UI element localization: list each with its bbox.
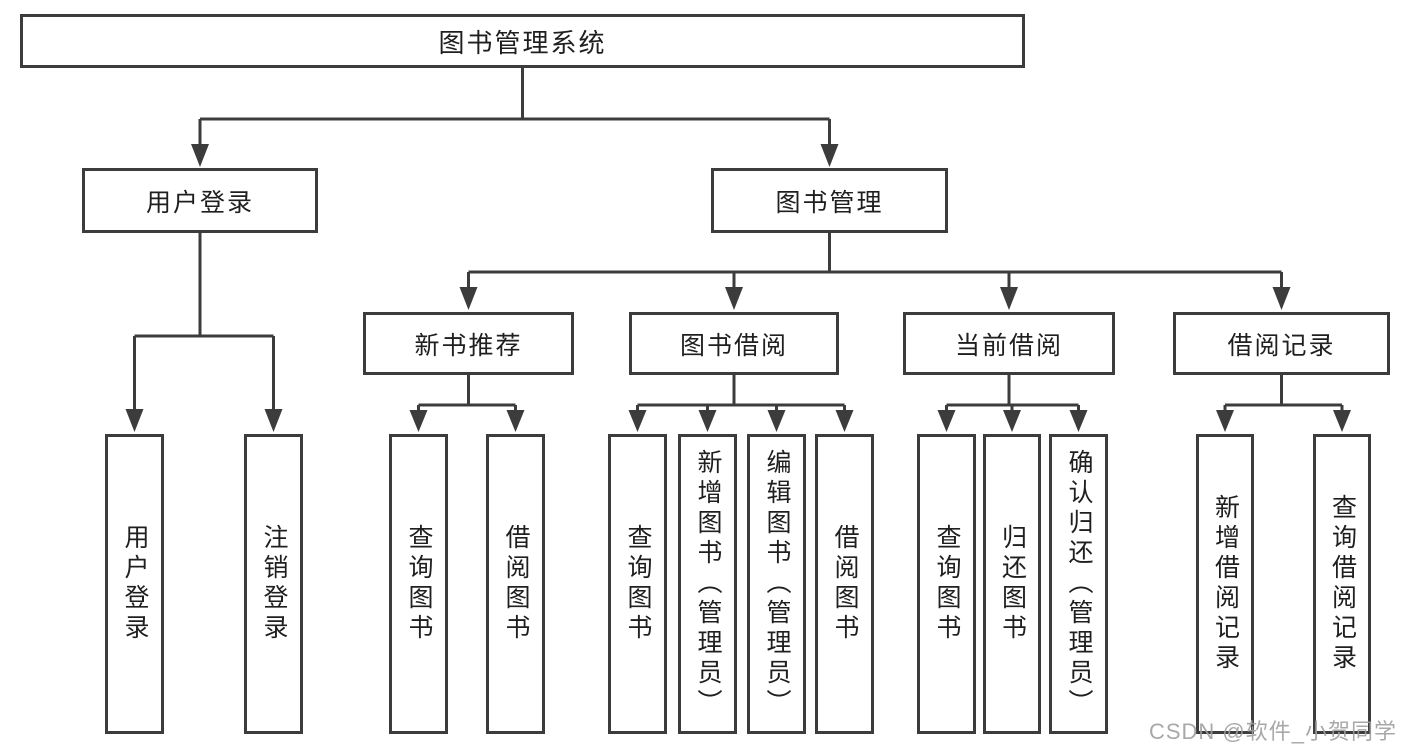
leaf-query-borrow-record-label: 查询借阅记录: [1328, 494, 1357, 674]
edge-userlogin-to-leaves: [133, 231, 275, 410]
leaf-query-borrow-record: 查询借阅记录: [1313, 434, 1371, 734]
leaf-confirm-return-admin-label: 确认归还（管理员）: [1065, 449, 1093, 719]
node-new-book-recommend: 新书推荐: [363, 312, 574, 375]
leaf-add-books-admin: 新增图书（管理员）: [678, 434, 737, 734]
leaf-confirm-return-admin: 确认归还（管理员）: [1049, 434, 1108, 734]
node-book-borrow-label: 图书借阅: [679, 331, 788, 360]
leaf-query-books-current-label: 查询图书: [933, 524, 961, 644]
leaf-user-login-label: 用户登录: [121, 524, 149, 644]
leaf-borrow-books-recommend: 借阅图书: [486, 434, 545, 734]
leaf-query-books-recommend-label: 查询图书: [405, 524, 433, 644]
leaf-query-books-borrow-label: 查询图书: [624, 524, 652, 644]
leaf-user-login: 用户登录: [105, 434, 164, 734]
edge-newbook-to-leaves: [417, 374, 517, 412]
edge-bookborrow-to-leaves: [636, 374, 846, 412]
leaf-borrow-books-recommend-label: 借阅图书: [502, 524, 530, 644]
leaf-query-books-borrow: 查询图书: [608, 434, 667, 734]
leaf-logout: 注销登录: [244, 434, 303, 734]
csdn-watermark: CSDN @软件_小贺同学: [1148, 719, 1397, 744]
node-current-borrow: 当前借阅: [903, 312, 1115, 375]
leaf-edit-books-admin: 编辑图书（管理员）: [747, 434, 806, 734]
node-root: 图书管理系统: [20, 14, 1025, 68]
edge-borrowrecords-to-leaves: [1223, 374, 1344, 412]
node-borrow-records-label: 借阅记录: [1227, 331, 1336, 360]
node-user-login: 用户登录: [82, 168, 318, 233]
node-borrow-records: 借阅记录: [1173, 312, 1390, 375]
leaf-add-borrow-record-label: 新增借阅记录: [1211, 494, 1240, 674]
leaf-query-books-recommend: 查询图书: [389, 434, 448, 734]
node-user-login-label: 用户登录: [145, 188, 254, 217]
node-book-management-label: 图书管理: [775, 188, 884, 217]
edge-currentborrow-to-leaves: [945, 374, 1080, 412]
leaf-return-books: 归还图书: [983, 434, 1041, 734]
node-current-borrow-label: 当前借阅: [954, 331, 1063, 360]
edge-root-to-level1: [198, 68, 831, 146]
node-new-book-recommend-label: 新书推荐: [414, 331, 523, 360]
node-book-management: 图书管理: [711, 168, 948, 233]
node-book-borrow: 图书借阅: [629, 312, 839, 375]
leaf-add-books-admin-label: 新增图书（管理员）: [694, 449, 722, 719]
leaf-logout-label: 注销登录: [260, 524, 288, 644]
leaf-borrow-books: 借阅图书: [815, 434, 874, 734]
leaf-query-books-current: 查询图书: [917, 434, 976, 734]
node-root-label: 图书管理系统: [438, 27, 607, 58]
leaf-return-books-label: 归还图书: [998, 524, 1027, 644]
edge-bookmgmt-to-level2: [467, 231, 1283, 289]
leaf-edit-books-admin-label: 编辑图书（管理员）: [763, 449, 791, 719]
leaf-borrow-books-label: 借阅图书: [831, 524, 859, 644]
leaf-add-borrow-record: 新增借阅记录: [1196, 434, 1254, 734]
